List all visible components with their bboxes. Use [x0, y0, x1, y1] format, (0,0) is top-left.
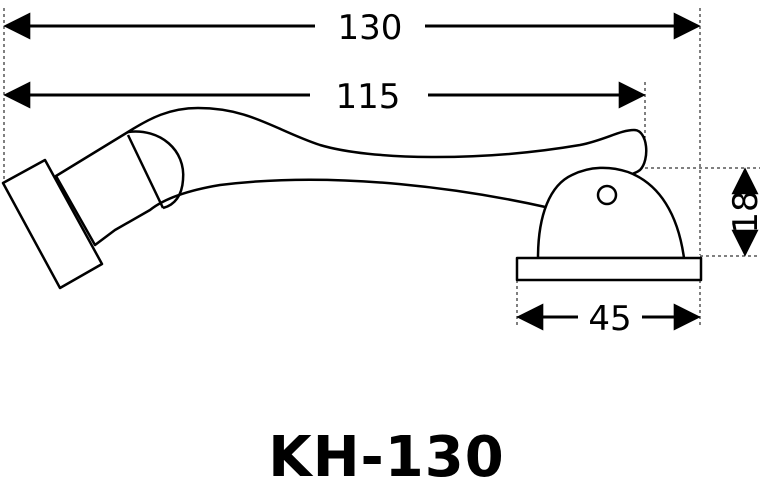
- base-plate: [515, 256, 703, 282]
- stopper-arm: [54, 106, 648, 247]
- dimension-arm-length: 115: [3, 77, 646, 117]
- dimension-height: 18: [726, 167, 766, 257]
- dimension-label-45: 45: [588, 299, 631, 339]
- dimension-base-width: 45: [516, 299, 701, 339]
- screw-hole: [596, 184, 618, 206]
- door-stopper-outline: [1, 106, 703, 290]
- rubber-tip: [1, 158, 104, 290]
- dimension-overall-length: 130: [3, 8, 701, 48]
- stopper-cap-curve: [127, 130, 185, 210]
- model-code: KH-130: [268, 425, 505, 490]
- stopper-cap-line: [126, 134, 165, 209]
- dimension-label-18: 18: [726, 190, 766, 233]
- dimension-label-115: 115: [336, 77, 401, 117]
- dimension-label-130: 130: [338, 8, 403, 48]
- base-dome: [536, 166, 686, 260]
